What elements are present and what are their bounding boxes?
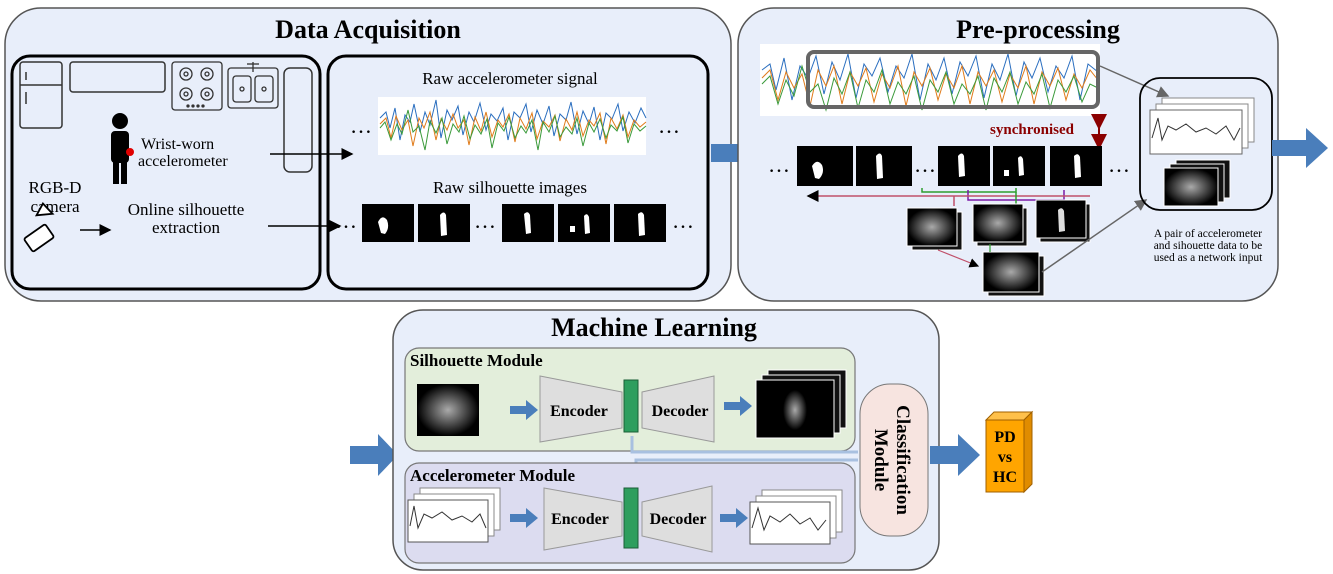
- video-camera-icon: [23, 201, 55, 253]
- signal-window-arrow: [1099, 65, 1170, 98]
- ellipsis-left-pre: …: [768, 152, 790, 177]
- sink-icon: [227, 62, 279, 109]
- silhouette-decoder-label: Decoder: [652, 403, 709, 420]
- rgbd-label: RGB-D: [29, 178, 82, 197]
- decoder-to-accel-output-arrow: [720, 508, 748, 528]
- accelerometer-module-title: Accelerometer Module: [410, 466, 575, 485]
- pair-silhouette-stack: [1163, 159, 1231, 207]
- accel-to-encoder-arrow: [510, 508, 538, 528]
- classification-label: Classification: [892, 405, 913, 515]
- raw-data-box: [326, 54, 710, 291]
- raw-accelerometer-signal-plot: [378, 97, 647, 155]
- preprocessing-output-arrow: [1272, 128, 1328, 168]
- pair-caption-line-1: A pair of accelerometer: [1154, 228, 1262, 240]
- person-icon: [111, 113, 129, 184]
- fridge-icon: [19, 61, 63, 129]
- preprocessing-signal-plot: [760, 44, 1100, 116]
- data-acquisition-title: Data Acquisition: [275, 15, 461, 44]
- silhouette-latent-vector: [623, 379, 639, 433]
- classification-module-label: Module: [870, 429, 891, 491]
- pair-caption-line-3: used as a network input: [1154, 252, 1263, 264]
- preprocessing-silhouette-frames: [797, 146, 1102, 186]
- raw-silhouette-frames: [362, 204, 666, 242]
- ellipsis-middle-pre: …: [914, 152, 936, 177]
- silhouette-input-image: [417, 384, 479, 436]
- decoder-to-silhouette-output-arrow: [724, 396, 752, 416]
- raw-accelerometer-label: Raw accelerometer signal: [422, 69, 598, 88]
- classification-to-output-arrow: [930, 434, 980, 476]
- pd-vs-hc-output: PD vs HC: [984, 410, 1034, 494]
- output-vs-label: vs: [998, 449, 1012, 466]
- ellipsis-right-accel: …: [658, 113, 680, 138]
- machine-learning-title: Machine Learning: [551, 313, 757, 342]
- silhouette-module-title: Silhouette Module: [410, 351, 543, 370]
- machine-learning-panel: Machine Learning Silhouette Module Encod…: [392, 309, 940, 571]
- silhouette-to-encoder-arrow: [510, 400, 538, 420]
- ellipsis-right-pre: …: [1108, 152, 1130, 177]
- accelerometer-output-stack: [749, 489, 843, 545]
- silhouette-encoder: [539, 375, 623, 443]
- ellipsis-right-silhouette: …: [672, 208, 694, 233]
- windowed-silhouette-stacks: [906, 199, 1091, 297]
- output-pd-label: PD: [994, 429, 1015, 446]
- synchronised-label: synchronised: [990, 122, 1075, 138]
- ellipsis-left-silhouette: …: [335, 208, 357, 233]
- stove-icon: [171, 61, 223, 111]
- pair-accel-stack: [1149, 97, 1255, 155]
- side-counter-icon: [283, 67, 313, 173]
- accelerometer-encoder-label: Encoder: [551, 511, 609, 528]
- accelerometer-marker-icon: [126, 148, 134, 156]
- raw-silhouette-label: Raw silhouette images: [433, 178, 587, 197]
- extraction-label: extraction: [152, 218, 220, 237]
- ellipsis-left-accel: …: [350, 113, 372, 138]
- accelerometer-decoder: [641, 485, 713, 553]
- ellipsis-middle-silhouette: …: [474, 208, 496, 233]
- preprocessing-panel: Pre-processing synchronised … … …: [737, 7, 1279, 302]
- ml-input-arrow: [350, 434, 398, 476]
- accelerometer-latent-vector: [623, 487, 639, 549]
- accelerometer-label: accelerometer: [138, 153, 228, 170]
- home-environment-box: [10, 54, 322, 291]
- silhouette-decoder: [641, 375, 715, 443]
- online-silhouette-label: Online silhouette: [128, 200, 245, 219]
- output-hc-label: HC: [993, 469, 1017, 486]
- accelerometer-decoder-label: Decoder: [650, 511, 707, 528]
- merge-arrow-1: [937, 249, 980, 268]
- preprocessing-title: Pre-processing: [956, 15, 1120, 44]
- silhouette-to-pair-arrow: [1041, 199, 1148, 273]
- pair-caption-line-2: and sihouette data to be: [1154, 240, 1263, 252]
- counter-icon: [69, 61, 166, 93]
- wrist-worn-label: Wrist-worn: [141, 136, 214, 153]
- classification-module: [859, 383, 929, 537]
- accelerometer-input-stack: [407, 487, 501, 543]
- silhouette-encoder-label: Encoder: [550, 403, 608, 420]
- accelerometer-encoder: [543, 487, 623, 551]
- silhouette-output-stack: [755, 369, 847, 439]
- data-acquisition-panel: Data Acquisition: [4, 7, 732, 302]
